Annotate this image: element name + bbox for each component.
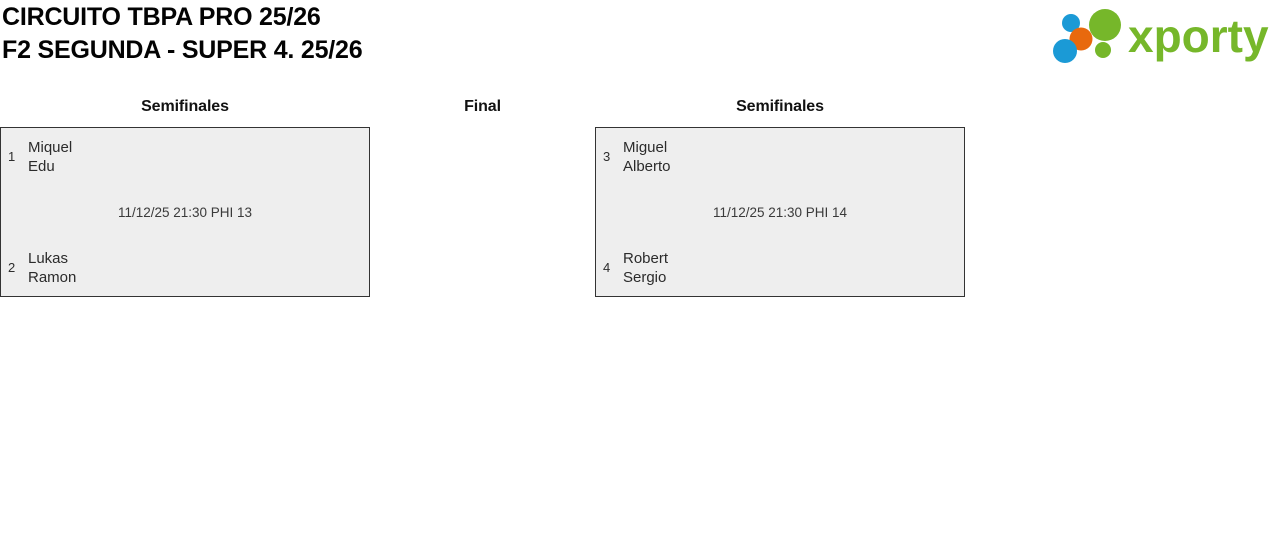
match-team-bottom[interactable]: 2 Lukas Ramon xyxy=(1,249,76,287)
tournament-bracket: Semifinales 1 Miquel Edu 11/12/25 21:30 … xyxy=(0,78,1280,308)
xporty-logo[interactable]: xporty xyxy=(1050,4,1272,66)
player-name-1: Robert xyxy=(623,250,669,267)
team-seed: 2 xyxy=(8,260,16,275)
logo-dot-orange xyxy=(1069,27,1093,51)
round-semifinals-left: Semifinales 1 Miquel Edu 11/12/25 21:30 … xyxy=(0,78,370,297)
round-title-final: Final xyxy=(464,98,501,115)
team-players: Robert Sergio xyxy=(617,249,668,287)
logo-wordmark: xporty xyxy=(1128,10,1269,62)
page-header: CIRCUITO TBPA PRO 25/26 F2 SEGUNDA - SUP… xyxy=(0,0,1280,78)
team-seed: 3 xyxy=(603,149,611,164)
team-players: Lukas Ramon xyxy=(22,249,76,287)
round-semifinals-right: Semifinales 3 Miguel Alberto 11/12/25 21… xyxy=(595,78,965,297)
player-name-2: Edu xyxy=(28,158,55,175)
tournament-title-line-2: F2 SEGUNDA - SUPER 4. 25/26 xyxy=(2,36,363,64)
player-name-1: Lukas xyxy=(28,250,69,267)
round-title-semifinals-left: Semifinales xyxy=(141,98,229,115)
logo-dot-blue-top xyxy=(1062,14,1080,32)
page-title: CIRCUITO TBPA PRO 25/26 F2 SEGUNDA - SUP… xyxy=(2,1,363,67)
team-players: Miguel Alberto xyxy=(617,138,671,176)
player-name-1: Miquel xyxy=(28,139,73,156)
tournament-title-line-1: CIRCUITO TBPA PRO 25/26 xyxy=(2,3,321,31)
match-schedule-info: 11/12/25 21:30 PHI 13 xyxy=(117,205,253,220)
xporty-logo-graphic: xporty xyxy=(1053,9,1269,63)
match-team-top[interactable]: 1 Miquel Edu xyxy=(1,138,72,176)
team-seed: 1 xyxy=(8,149,16,164)
match-team-bottom[interactable]: 4 Robert Sergio xyxy=(596,249,668,287)
logo-dot-green-small xyxy=(1095,42,1111,58)
round-final: Final xyxy=(370,78,595,297)
round-title-semifinals-right: Semifinales xyxy=(736,98,824,115)
team-seed: 4 xyxy=(603,260,611,275)
player-name-2: Ramon xyxy=(28,269,77,286)
match-card-final-placeholder xyxy=(370,127,595,297)
team-players: Miquel Edu xyxy=(22,138,72,176)
match-schedule-info: 11/12/25 21:30 PHI 14 xyxy=(712,205,848,220)
player-name-2: Alberto xyxy=(623,158,671,175)
player-name-1: Miguel xyxy=(623,139,668,156)
match-team-top[interactable]: 3 Miguel Alberto xyxy=(596,138,671,176)
match-card-semifinal-1[interactable]: 1 Miquel Edu 11/12/25 21:30 PHI 13 2 Luk… xyxy=(0,127,370,297)
logo-dot-green-large xyxy=(1089,9,1121,41)
logo-dot-blue-bottom xyxy=(1053,39,1077,63)
player-name-2: Sergio xyxy=(623,269,667,286)
match-card-semifinal-2[interactable]: 3 Miguel Alberto 11/12/25 21:30 PHI 14 4… xyxy=(595,127,965,297)
